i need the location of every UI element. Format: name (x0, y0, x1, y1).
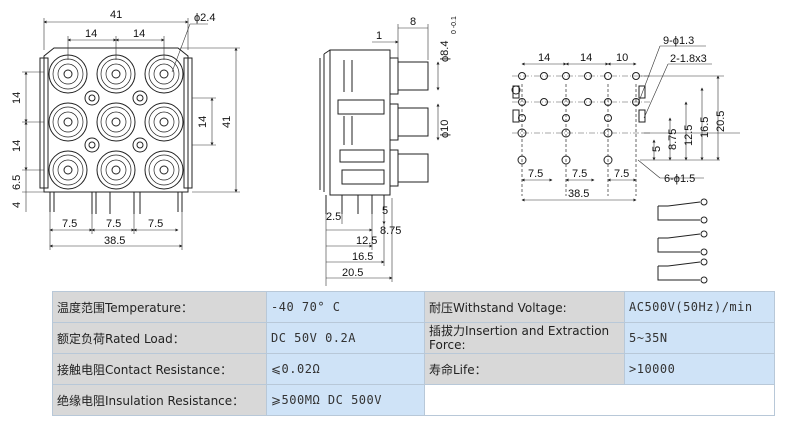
pcb-mount-hole (511, 85, 521, 95)
front-dim-bottom-b: 7.5 (106, 218, 121, 230)
pcb-hole (632, 72, 640, 80)
temperature-label: 温度范围Temperature： (52, 291, 267, 323)
front-dim-bottom-total: 38.5 (104, 235, 125, 247)
pcb-dim-right-12-5: 12.5 (683, 125, 695, 146)
front-dim-right-height: 41 (221, 116, 233, 128)
insertion-value: 5~35N (624, 322, 775, 354)
rca-jack (144, 102, 184, 142)
front-dim-left-b: 14 (11, 140, 23, 152)
pcb-label-holes-a: 9-ϕ1.3 (663, 35, 694, 47)
table-row: 绝缘电阻Insulation Resistance： ⩾500MΩ DC 500… (52, 384, 775, 416)
pcb-dim-pitch-c: 10 (616, 52, 628, 64)
pcb-hole (540, 72, 548, 80)
pcb-label-holes-b: 2-1.8x3 (670, 53, 707, 65)
pcb-dim-right-16-5: 16.5 (699, 117, 711, 138)
side-dim-top-8: 8 (410, 16, 416, 28)
table-row: 额定负荷Rated Load： DC 50V 0.2A 插拔力Insertion… (52, 322, 775, 354)
front-dim-bottom-a: 7.5 (62, 218, 77, 230)
spec-table: 温度范围Temperature： -40 70° C 耐压Withstand V… (52, 291, 775, 416)
contact-value: ⩽0.02Ω (266, 353, 425, 385)
pcb-slot (512, 109, 520, 123)
side-dim-top-1: 1 (376, 30, 382, 42)
insertion-label: 插拔力Insertion and Extraction Force: (424, 322, 625, 354)
rca-jack (144, 150, 184, 190)
table-row: 接触电阻Contact Resistance： ⩽0.02Ω 寿命Life： >… (52, 353, 775, 385)
pcb-hole (604, 72, 612, 80)
switch-contact (657, 198, 708, 224)
technical-drawing: 41 14 14 ϕ2.4 14 14 6.5 4 14 41 7.5 7.5 … (11, 9, 740, 286)
side-dim-16-5: 16.5 (352, 251, 373, 263)
side-dim-2-5: 2.5 (326, 211, 341, 223)
life-value: >10000 (624, 353, 775, 385)
rca-jack (96, 102, 136, 142)
front-dim-left-c: 6.5 (11, 175, 23, 190)
pcb-dim-right-5: 5 (651, 146, 663, 152)
front-dim-total-width: 41 (110, 9, 122, 21)
pcb-label-holes-c: 6-ϕ1.5 (664, 173, 695, 185)
pcb-dim-bottom-a: 7.5 (528, 168, 543, 180)
side-dim-plug-dia-tol: 0 -0.1 (451, 16, 458, 34)
side-dim-8-75: 8.75 (380, 225, 401, 237)
pcb-dim-right-20-5: 20.5 (715, 111, 727, 132)
front-dim-left-a: 14 (11, 92, 23, 104)
contact-label: 接触电阻Contact Resistance： (52, 353, 267, 385)
switch-contact (657, 258, 708, 284)
side-dim-body-dia: ϕ10 (439, 120, 451, 138)
rca-jack (96, 150, 136, 190)
side-dim-plug-dia: ϕ8.4 (439, 41, 451, 62)
rca-jack (48, 102, 88, 142)
temperature-value: -40 70° C (266, 291, 425, 323)
pcb-dim-right-8-75: 8.75 (667, 129, 679, 150)
switch-contact (657, 230, 708, 256)
insulation-label: 绝缘电阻Insulation Resistance： (52, 384, 267, 416)
load-value: DC 50V 0.2A (266, 322, 425, 354)
pcb-slot (512, 85, 520, 99)
rca-jack (144, 54, 184, 94)
side-view: 8 1 ϕ8.4 0 -0.1 ϕ10 2.5 5 8.75 12.5 16.5… (319, 16, 458, 286)
side-dim-5: 5 (382, 205, 388, 217)
empty-cell (424, 384, 775, 416)
pcb-dim-bottom-b: 7.5 (572, 168, 587, 180)
pcb-hole (562, 72, 570, 80)
pcb-dim-bottom-total: 38.5 (568, 188, 589, 200)
insulation-value: ⩾500MΩ DC 500V (266, 384, 425, 416)
rca-jack (96, 54, 136, 94)
life-label: 寿命Life： (424, 353, 625, 385)
table-row: 温度范围Temperature： -40 70° C 耐压Withstand V… (52, 291, 775, 323)
pcb-hole (518, 72, 526, 80)
side-dim-12-5: 12.5 (356, 235, 377, 247)
withstand-label: 耐压Withstand Voltage: (424, 291, 625, 323)
pcb-slot (638, 85, 646, 99)
pcb-hole (584, 72, 592, 80)
pcb-hole (584, 98, 592, 106)
withstand-value: AC500V(50Hz)/min (624, 291, 775, 323)
side-dim-20-5: 20.5 (342, 267, 363, 279)
load-label: 额定负荷Rated Load： (52, 322, 267, 354)
front-dim-left-d: 4 (11, 202, 23, 208)
front-dim-right-pitch: 14 (197, 116, 209, 128)
front-dim-top-pitch-a: 14 (85, 28, 97, 40)
rca-jack (48, 150, 88, 190)
front-dim-top-pitch-b: 14 (133, 28, 145, 40)
rca-jack (48, 54, 88, 94)
pcb-layout: 14 14 10 9-ϕ1.3 2-1.8x3 6-ϕ1.5 5 8.75 12… (511, 35, 740, 202)
pcb-slot (638, 109, 646, 123)
pcb-hole (540, 98, 548, 106)
pcb-dim-pitch-a: 14 (538, 52, 550, 64)
front-view: 41 14 14 ϕ2.4 14 14 6.5 4 14 41 7.5 7.5 … (11, 9, 240, 250)
pcb-dim-pitch-b: 14 (580, 52, 592, 64)
front-dim-bottom-c: 7.5 (148, 218, 163, 230)
switch-schematic (657, 198, 708, 284)
front-dim-pin-dia: ϕ2.4 (194, 12, 215, 24)
pcb-dim-bottom-c: 7.5 (614, 168, 629, 180)
